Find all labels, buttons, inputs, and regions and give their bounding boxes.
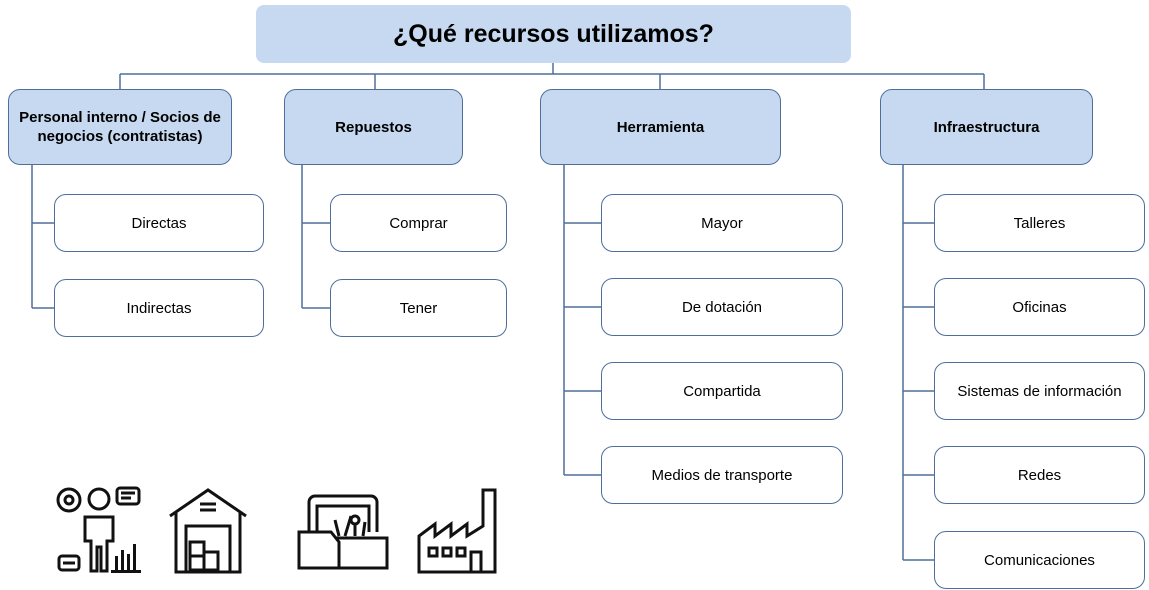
leaf-de-dotacion: De dotación: [601, 278, 843, 336]
diagram-title: ¿Qué recursos utilizamos?: [256, 5, 851, 63]
category-repuestos: Repuestos: [284, 89, 463, 165]
warehouse-icon: [169, 488, 247, 574]
leaf-oficinas: Oficinas: [934, 278, 1145, 336]
leaf-redes: Redes: [934, 446, 1145, 504]
leaf-tener: Tener: [330, 279, 507, 337]
leaf-talleres: Talleres: [934, 194, 1145, 252]
leaf-directas: Directas: [54, 194, 264, 252]
leaf-medios-de-transporte: Medios de transporte: [601, 446, 843, 504]
category-personal: Personal interno / Socios de negocios (c…: [8, 89, 232, 165]
toolbox-icon: [297, 494, 389, 570]
leaf-sistemas-de-informacion: Sistemas de información: [934, 362, 1145, 420]
category-herramienta: Herramienta: [540, 89, 781, 165]
leaf-compartida: Compartida: [601, 362, 843, 420]
leaf-indirectas: Indirectas: [54, 279, 264, 337]
leaf-comprar: Comprar: [330, 194, 507, 252]
personnel-analytics-icon: [56, 486, 141, 573]
leaf-comunicaciones: Comunicaciones: [934, 531, 1145, 589]
factory-icon: [417, 488, 497, 574]
leaf-mayor: Mayor: [601, 194, 843, 252]
category-infraestructura: Infraestructura: [880, 89, 1093, 165]
